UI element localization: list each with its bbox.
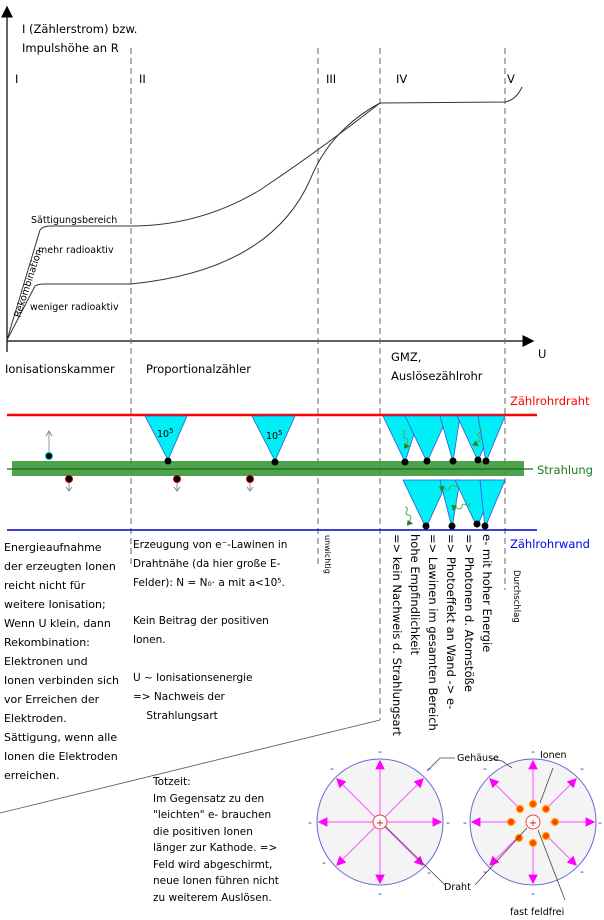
cross-section-left <box>316 758 444 886</box>
avalanche-factor-2: 105 <box>266 429 283 442</box>
svg-text:-: - <box>330 762 334 775</box>
svg-text:-: - <box>427 866 431 879</box>
field-free-label: fast feldfrei <box>510 907 564 918</box>
gmz-lower-electrons <box>422 520 489 530</box>
region-label-4: IV <box>396 72 407 86</box>
deadtime-connector <box>0 719 381 814</box>
less-radioactive-label: weniger radioaktiv <box>30 302 119 313</box>
region-label-3: III <box>326 72 336 86</box>
wire-label: Draht <box>444 882 471 893</box>
wire-plus-left: + <box>376 818 384 829</box>
radiation-label: Strahlung <box>537 463 593 477</box>
positive-ion-group <box>65 475 254 492</box>
svg-text:-: - <box>580 865 584 878</box>
gmz-description: e- mit hoher Energie => Photonen d. Atom… <box>390 534 494 736</box>
counter-wall-label: Zählrohrwand <box>510 537 590 551</box>
more-radioactive-label: mehr radioaktiv <box>38 245 114 256</box>
svg-text:-: - <box>322 856 326 869</box>
svg-text:-: - <box>308 816 312 829</box>
leader-lines <box>384 757 566 901</box>
gmz-lower-avalanches <box>402 479 506 529</box>
svg-text:-: - <box>378 745 382 758</box>
y-axis-label-line1: I (Zählerstrom) bzw. <box>22 22 137 36</box>
photon-wavy-arrows <box>401 427 482 526</box>
svg-text:-: - <box>531 745 535 758</box>
svg-text:-: - <box>598 816 602 829</box>
svg-text:-: - <box>580 762 584 775</box>
svg-text:-: - <box>463 816 467 829</box>
svg-text:-: - <box>378 887 382 900</box>
region5-description: Durchschlag <box>511 570 521 623</box>
electron-dot <box>45 452 53 460</box>
avalanche-factor-1: 105 <box>157 427 174 440</box>
gmz-label-line2: Auslösezählrohr <box>391 369 483 383</box>
housing-label: Gehäuse <box>457 753 499 764</box>
region-label-1: I <box>15 72 18 86</box>
curve-less-radioactive <box>6 102 381 341</box>
arrowhead-up <box>45 430 53 437</box>
proportional-counter-label: Proportionalzähler <box>146 362 251 376</box>
y-axis-label-line2: Impulshöhe an R <box>22 41 119 55</box>
svg-text:-: - <box>531 887 535 900</box>
region3-description: unwichtig <box>323 535 332 574</box>
region-label-2: II <box>139 72 146 86</box>
gmz-upper-electrons <box>401 456 490 466</box>
svg-text:-: - <box>483 865 487 878</box>
avalanche-cone-1 <box>144 415 188 461</box>
svg-text:-: - <box>446 816 450 829</box>
gmz-upper-avalanches <box>382 415 506 464</box>
gmz-label-line1: GMZ, <box>391 350 421 364</box>
ions-label: Ionen <box>540 750 567 761</box>
x-axis-label: U <box>538 347 546 361</box>
curve-more-radioactive <box>6 86 523 341</box>
avalanche-cone-2 <box>251 415 296 462</box>
region-label-5: V <box>507 72 515 86</box>
proportional-description: Erzeugung von e⁻-Lawinen in Drahtnähe (d… <box>133 539 288 722</box>
ionization-chamber-label: Ionisationskammer <box>5 362 115 376</box>
cross-section-right <box>469 758 597 886</box>
wire-plus-right: + <box>529 818 537 829</box>
counter-wire-label: Zählrohrdraht <box>510 394 590 408</box>
svg-text:-: - <box>483 762 487 775</box>
deadtime-description: Totzeit: Im Gegensatz zu den "leichten" … <box>153 776 279 904</box>
ionization-description: Energieaufnahme der erzeugten Ionen reic… <box>4 541 120 782</box>
saturation-label: Sättigungsbereich <box>31 215 117 226</box>
electron-dot <box>164 457 172 465</box>
electron-dot <box>271 458 279 466</box>
